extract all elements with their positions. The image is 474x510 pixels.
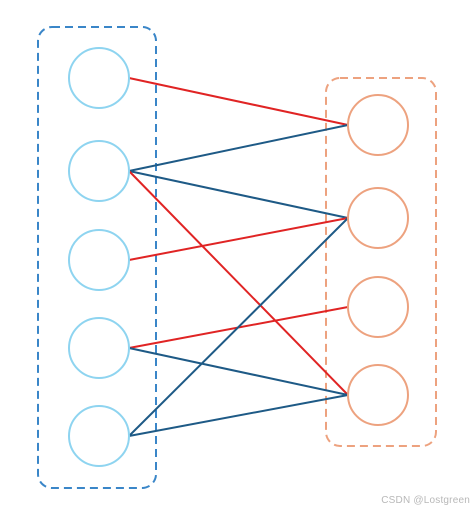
right-node-4: [347, 364, 409, 426]
left-group-box: [37, 26, 157, 489]
left-node-1: [68, 47, 130, 109]
edge-l1-r1: [128, 77, 349, 126]
edge-l5-r4: [128, 394, 349, 437]
right-node-1: [347, 94, 409, 156]
right-group-box: [325, 77, 437, 447]
right-node-2: [347, 187, 409, 249]
edge-l4-r4: [128, 347, 349, 396]
left-node-4: [68, 317, 130, 379]
watermark: CSDN @Lostgreen: [381, 495, 470, 506]
left-node-2: [68, 140, 130, 202]
edge-l5-r2: [128, 217, 349, 437]
edge-l2-r2: [128, 170, 349, 219]
left-node-5: [68, 405, 130, 467]
left-nodes-layer: [68, 47, 130, 467]
left-node-3: [68, 229, 130, 291]
edge-l2-r4: [128, 170, 349, 396]
edges-layer: [128, 77, 349, 437]
edge-l2-r1: [128, 124, 349, 172]
right-nodes-layer: [347, 94, 409, 426]
edge-l3-r2: [128, 217, 349, 261]
right-node-3: [347, 276, 409, 338]
